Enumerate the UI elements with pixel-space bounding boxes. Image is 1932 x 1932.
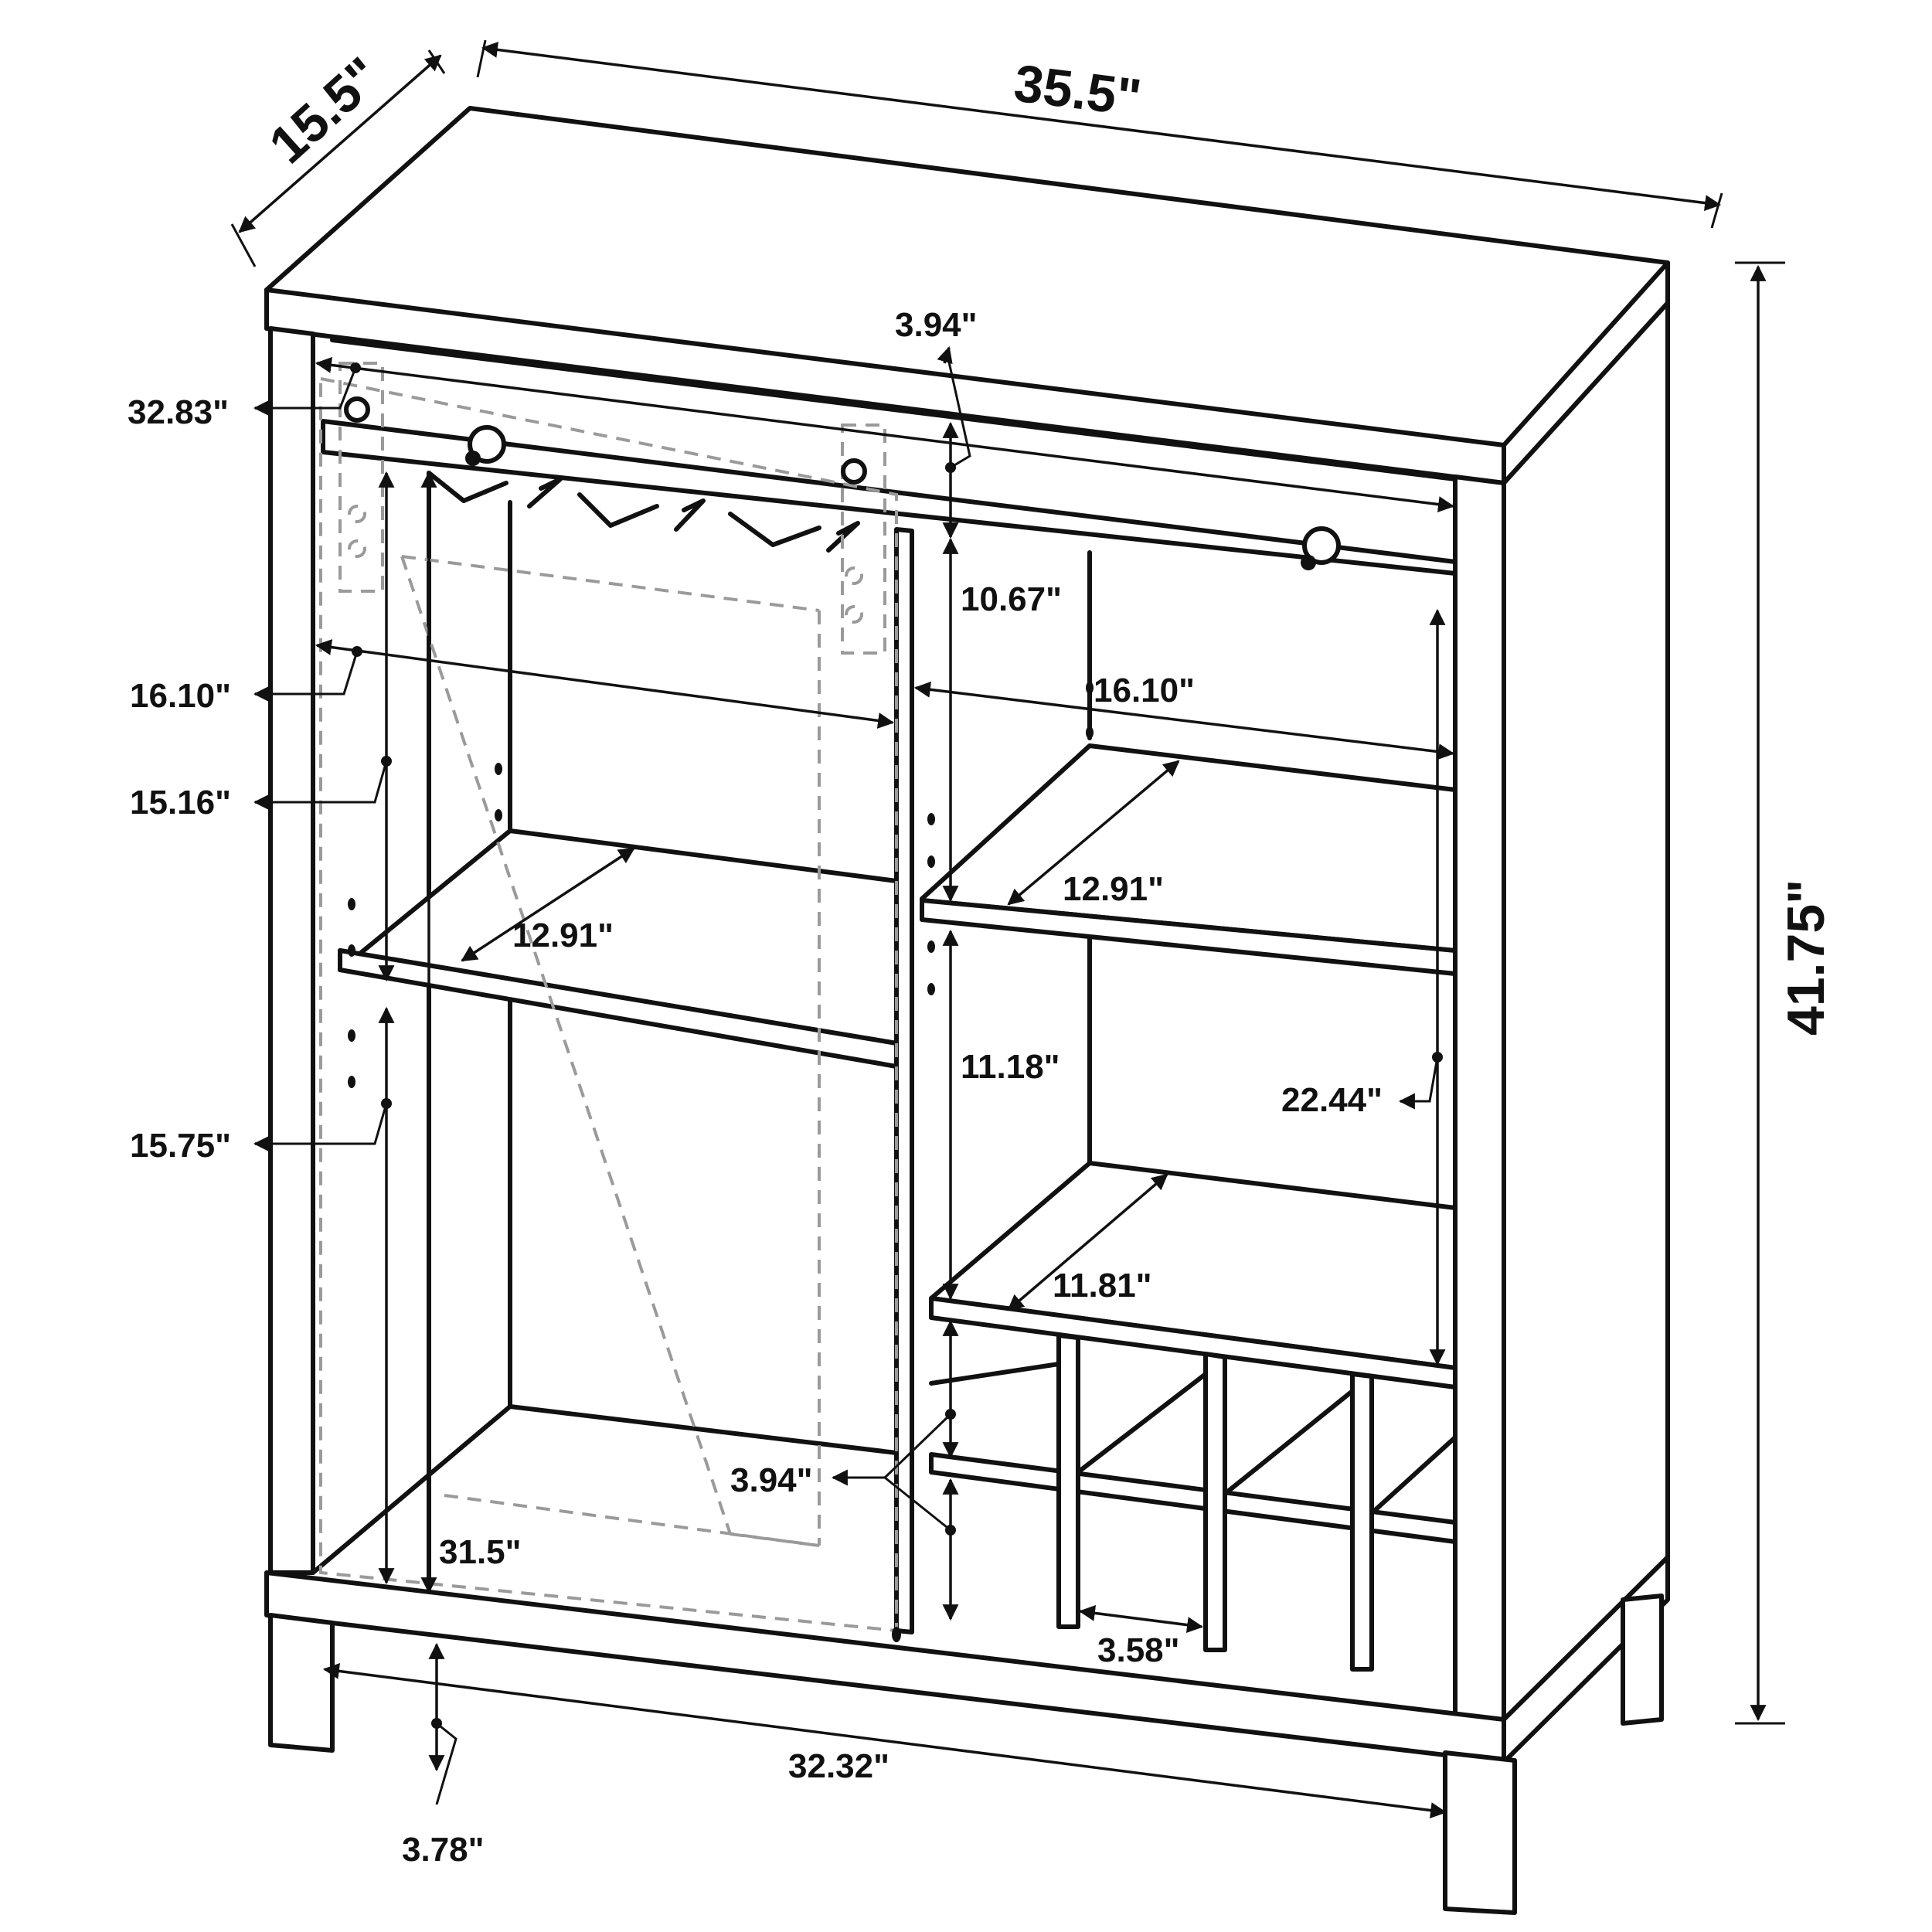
label-right-shelf-depth: 12.91"	[1063, 870, 1164, 908]
dimension-lines	[230, 39, 1785, 1819]
label-right-bottom-shelf-depth: 11.81"	[1053, 1267, 1152, 1304]
right-side-panel	[1453, 474, 1506, 1722]
label-height: 41.75"	[1777, 879, 1835, 1036]
left-bottom-diag	[311, 1404, 512, 1575]
hex-nut-right-icon	[841, 458, 867, 485]
label-leg-height: 3.78"	[402, 1831, 485, 1869]
label-left-shelf-depth: 12.91"	[512, 917, 614, 954]
hex-nut-left-icon	[344, 396, 370, 423]
middle-divider	[894, 527, 914, 1634]
label-interior-height: 31.5"	[439, 1533, 522, 1571]
leg-front-right	[1443, 1750, 1517, 1915]
left-side-panel	[268, 326, 315, 1575]
base-plinth	[264, 1570, 1506, 1764]
label-wine-rack-gap: 3.94"	[730, 1461, 813, 1499]
label-top-gap: 3.94"	[895, 306, 978, 344]
label-left-lower-height: 15.75"	[130, 1127, 231, 1165]
rail-bolt-left-center-icon	[465, 451, 481, 466]
label-left-upper-height: 15.16"	[130, 784, 231, 821]
label-right-mid-height: 11.18"	[961, 1048, 1060, 1086]
dimension-labels: 15.5" 35.5" 41.75" 32.83" 3.94" 16.10" 1…	[128, 46, 1835, 1869]
leg-front-left	[268, 1613, 335, 1753]
label-right-column-height: 22.44"	[1281, 1081, 1383, 1119]
right-lower-shelf-front	[929, 1296, 1458, 1389]
door-hanger-right	[841, 423, 886, 655]
label-right-inner-width: 16.10"	[1094, 672, 1195, 709]
right-upper-shelf-front	[920, 898, 1458, 976]
rail-bolt-right-icon	[1302, 526, 1341, 565]
cabinet-outline	[264, 106, 1670, 1915]
wine-rack-grid	[929, 1333, 1458, 1672]
label-wine-cell-width: 3.58"	[1097, 1631, 1180, 1669]
label-left-inner-width: 16.10"	[130, 677, 231, 715]
label-rod-length: 32.83"	[128, 393, 229, 431]
label-right-top-height: 10.67"	[961, 580, 1062, 618]
right-side-face	[1502, 301, 1670, 1722]
label-base-width: 32.32"	[788, 1747, 889, 1785]
top-slab	[264, 106, 1670, 485]
leg-back-right	[1621, 1594, 1664, 1726]
left-bottom-back	[508, 1404, 899, 1455]
rail-bolt-right-center-icon	[1301, 555, 1316, 570]
shelf-peg-holes	[348, 682, 1094, 1642]
